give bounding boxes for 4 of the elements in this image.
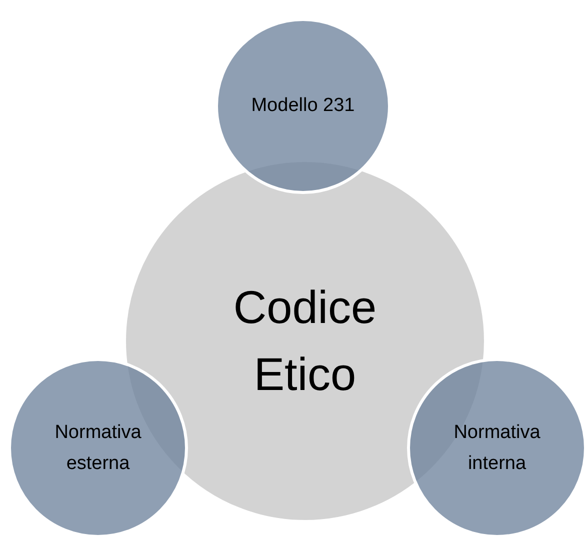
circle-label: Codice Etico <box>232 280 378 402</box>
circle-label: Normativa esterna <box>54 420 142 476</box>
circle-label: Normativa interna <box>452 420 542 476</box>
circle-label: Modello 231 <box>251 94 355 118</box>
